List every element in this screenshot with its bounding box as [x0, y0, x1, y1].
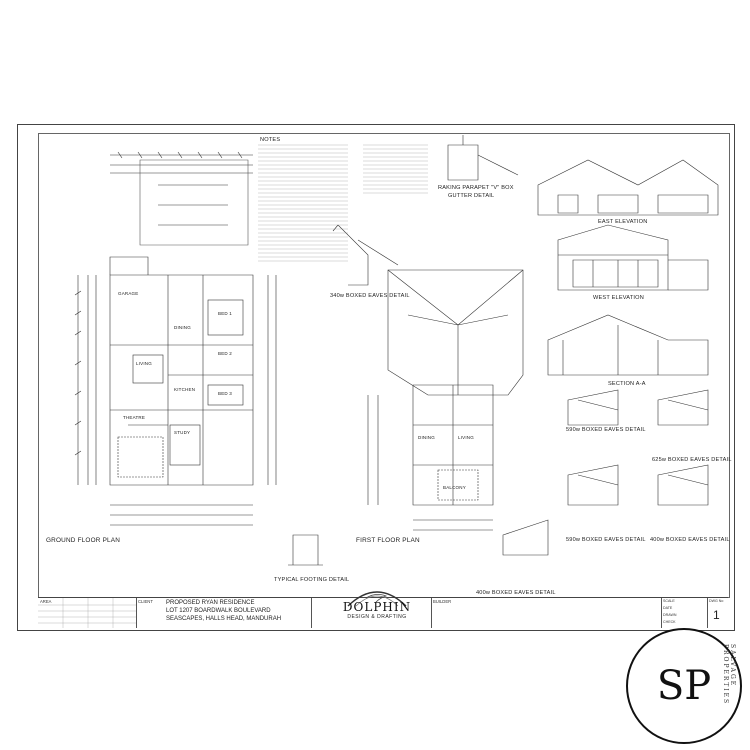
- client-label: CLIENT: [138, 599, 153, 604]
- area-schedule: AREA: [38, 598, 137, 628]
- seal-monogram: SP: [656, 663, 712, 709]
- eaves-400-right-label: 400w BOXED EAVES DETAIL: [650, 537, 730, 543]
- typical-footing-label: TYPICAL FOOTING DETAIL: [274, 577, 350, 583]
- east-elevation-label: EAST ELEVATION: [598, 219, 648, 225]
- seal-ring-text: SALVAGE PROPERTIES: [722, 644, 736, 706]
- first-floor-plan-label: FIRST FLOOR PLAN: [356, 537, 420, 544]
- eaves-400-lower-label: 400w BOXED EAVES DETAIL: [476, 590, 556, 596]
- gutter-detail-label: GUTTER DETAIL: [448, 193, 495, 199]
- dwg-label: DWG No: [709, 599, 724, 603]
- room-balcony: BALCONY: [443, 485, 466, 490]
- area-table-lines: [38, 598, 136, 628]
- drawn-label: DRAWN: [663, 613, 677, 617]
- room-bed2: BED 2: [218, 351, 233, 356]
- logo-subtitle: DESIGN & DRAFTING: [347, 614, 407, 620]
- builder-block: BUILDER: [431, 598, 662, 628]
- room-living: LIVING: [136, 361, 152, 366]
- dwg-number: 1: [713, 608, 720, 622]
- eaves-625-label: 625w BOXED EAVES DETAIL: [652, 457, 732, 463]
- floor-plan-linework: [74, 135, 719, 566]
- scale-label: SCALE: [663, 599, 675, 603]
- room-dining-first: DINING: [418, 435, 435, 440]
- date-label: DATE: [663, 606, 673, 610]
- ground-floor-plan-label: GROUND FLOOR PLAN: [46, 537, 121, 544]
- area-label: AREA: [40, 599, 52, 604]
- client-line-3: SEASCAPES, HALLS HEAD, MANDURAH: [166, 616, 282, 622]
- drawing-sheet: NOTES GROUND FLOOR PLAN FIRST FLOOR PLAN…: [17, 124, 735, 631]
- section-label: SECTION A-A: [608, 381, 646, 387]
- notes-title: NOTES: [260, 137, 281, 143]
- room-bed1: BED 1: [218, 311, 233, 316]
- client-line-1: PROPOSED RYAN RESIDENCE: [166, 600, 255, 606]
- room-study: STUDY: [174, 430, 191, 435]
- client-line-2: LOT 1207 BOARDWALK BOULEVARD: [166, 608, 271, 614]
- room-dining: DINING: [174, 325, 191, 330]
- dolphin-logo: DOLPHIN DESIGN & DRAFTING: [338, 584, 416, 628]
- check-label: CHECK: [663, 620, 676, 624]
- scale-block: SCALE DATE DRAWN CHECK: [661, 598, 708, 628]
- builder-label: BUILDER: [433, 599, 452, 604]
- eaves-590b-label: 590w BOXED EAVES DETAIL: [566, 537, 646, 543]
- room-theatre: THEATRE: [123, 415, 146, 420]
- dolphin-arch-icon: [347, 591, 407, 607]
- raking-parapet-label: RAKING PARAPET "V" BOX: [438, 185, 514, 191]
- west-elevation-label: WEST ELEVATION: [593, 295, 644, 301]
- dwg-block: DWG No 1: [707, 598, 728, 628]
- room-garage: GARAGE: [118, 291, 139, 296]
- room-kitchen: KITCHEN: [174, 387, 196, 392]
- room-bed3: BED 3: [218, 391, 233, 396]
- client-block: CLIENT PROPOSED RYAN RESIDENCE LOT 1207 …: [136, 598, 312, 628]
- room-living-first: LIVING: [458, 435, 474, 440]
- eaves-590a-label: 590w BOXED EAVES DETAIL: [566, 427, 646, 433]
- logo-name: DOLPHIN: [342, 600, 412, 614]
- eaves-340-label: 340w BOXED EAVES DETAIL: [330, 293, 410, 299]
- salvage-properties-seal: SP SALVAGE PROPERTIES: [626, 628, 742, 744]
- logo-cell: [311, 598, 432, 628]
